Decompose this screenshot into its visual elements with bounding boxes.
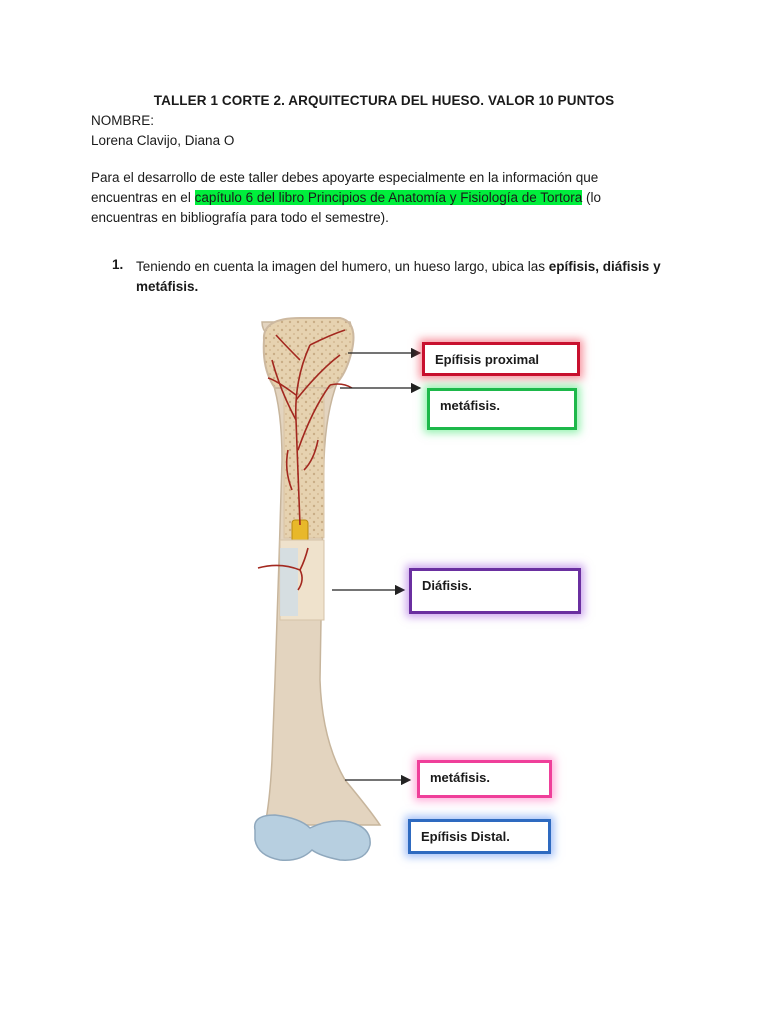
question-text: Teniendo en cuenta la imagen del humero,… (136, 257, 676, 297)
highlighted-reference: capítulo 6 del libro Principios de Anato… (194, 190, 583, 205)
medullary-cavity (283, 387, 325, 539)
label-diafisis: Diáfisis. (409, 568, 581, 614)
question-number: 1. (112, 257, 124, 272)
intro-line-2: encuentras en el capítulo 6 del libro Pr… (91, 190, 601, 205)
student-names: Lorena Clavijo, Diana O (91, 133, 235, 148)
name-label: NOMBRE: (91, 113, 155, 128)
label-metafisis-distal: metáfisis. (417, 760, 552, 798)
intro-line-1: Para el desarrollo de este taller debes … (91, 170, 599, 185)
blood-vessels (257, 329, 353, 591)
document-title: TALLER 1 CORTE 2. ARQUITECTURA DEL HUESO… (153, 93, 615, 108)
periosteum-layer (280, 548, 298, 616)
intro-line-3: encuentras en bibliografía para todo el … (91, 210, 389, 225)
label-metafisis-proximal: metáfisis. (427, 388, 577, 430)
label-epifisis-proximal: Epífisis proximal (422, 342, 580, 376)
intro-text: encuentras en el (91, 190, 195, 205)
question-text-start: Teniendo en cuenta la imagen del humero,… (136, 259, 549, 274)
label-epifisis-distal: Epífisis Distal. (408, 819, 551, 854)
question-text-bold: epífisis, diáfisis y metáfisis. (136, 259, 661, 294)
intro-text-after: (lo (582, 190, 602, 205)
distal-cartilage (253, 814, 371, 862)
